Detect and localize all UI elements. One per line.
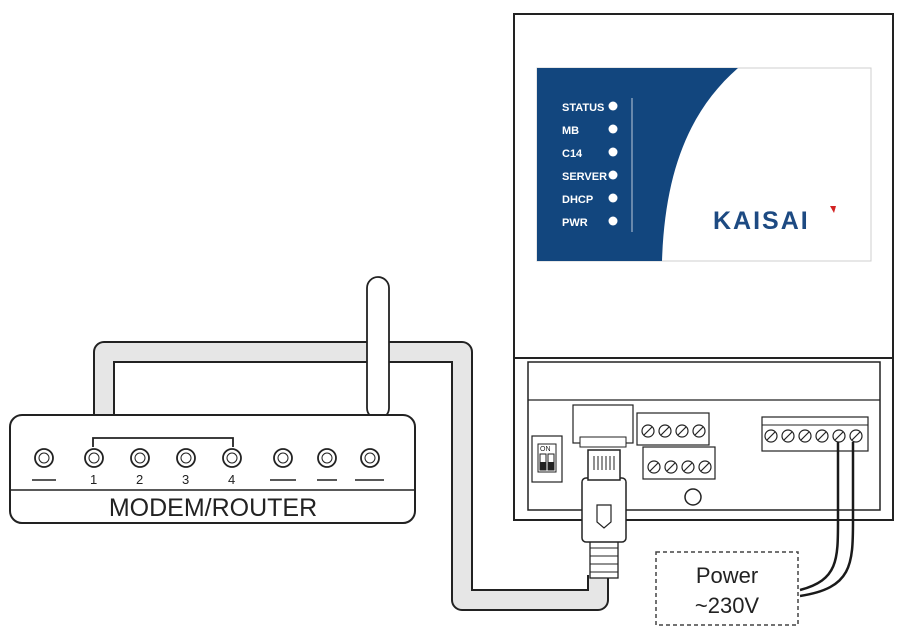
power-label-line2: ~230V xyxy=(695,593,760,618)
led-label-pwr: PWR xyxy=(562,217,588,229)
port-number-3: 3 xyxy=(182,472,189,487)
brand-logo: KAISAI xyxy=(713,207,810,235)
front-panel-blue-area xyxy=(537,68,738,261)
router-antenna xyxy=(366,276,390,420)
led-label-status: STATUS xyxy=(562,102,604,114)
power-supply: Power ~230V xyxy=(655,442,855,626)
led-label-c14: C14 xyxy=(562,148,583,160)
ethernet-cable xyxy=(93,341,609,611)
modem-router: 1 2 3 4 MODEM/ROUTER xyxy=(9,276,416,524)
led-c14-indicator xyxy=(608,147,618,157)
ethernet-cable-fill xyxy=(95,343,607,609)
router-body xyxy=(9,414,416,524)
rj45-plug xyxy=(581,449,627,579)
dip-switch: ON xyxy=(531,435,563,483)
brand-logo-accent-mark xyxy=(830,206,836,213)
led-list: STATUS MB C14 SERVER DHCP PWR xyxy=(562,101,618,229)
led-label-mb: MB xyxy=(562,125,579,137)
led-mb-indicator xyxy=(608,124,618,134)
port-group-bracket xyxy=(92,437,234,447)
power-wire-b xyxy=(799,442,855,598)
led-pwr-indicator xyxy=(608,216,618,226)
led-status-indicator xyxy=(608,101,618,111)
controller-unit: STATUS MB C14 SERVER DHCP PWR KAISAI ON xyxy=(513,13,894,521)
router-label: MODEM/ROUTER xyxy=(109,494,317,522)
led-label-server: SERVER xyxy=(562,171,607,183)
led-dhcp-indicator xyxy=(608,193,618,203)
port-number-1: 1 xyxy=(90,472,97,487)
port-number-2: 2 xyxy=(136,472,143,487)
led-label-dhcp: DHCP xyxy=(562,194,593,206)
mounting-hole xyxy=(684,488,702,506)
led-server-indicator xyxy=(608,170,618,180)
dip-switch-on-label: ON xyxy=(540,446,551,453)
power-wire-a xyxy=(799,442,840,592)
power-label-box xyxy=(655,551,799,626)
power-label-line1: Power xyxy=(696,563,758,588)
terminal-block-small xyxy=(636,412,716,480)
terminal-block-power xyxy=(761,416,869,452)
ethernet-socket xyxy=(572,404,634,448)
port-number-4: 4 xyxy=(228,472,235,487)
